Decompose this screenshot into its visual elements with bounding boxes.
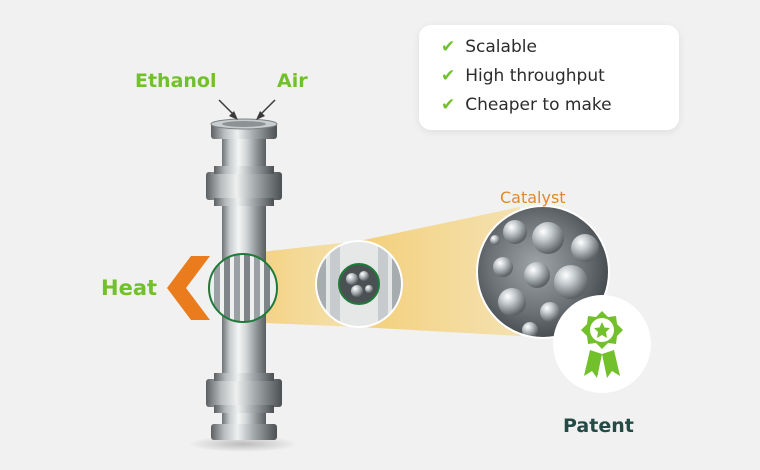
ethanol-label: Ethanol bbox=[135, 70, 217, 92]
check-icon: ✔ bbox=[441, 95, 456, 115]
award-ribbon-icon bbox=[581, 311, 623, 378]
benefit-text: High throughput bbox=[465, 66, 605, 86]
benefit-item: ✔ Scalable bbox=[441, 37, 537, 57]
heat-label: Heat bbox=[101, 276, 158, 300]
tube-window bbox=[208, 253, 278, 323]
benefits-card: ✔ Scalable ✔ High throughput ✔ Cheaper to m… bbox=[419, 25, 679, 130]
inlet-arrows bbox=[218, 99, 276, 120]
air-label: Air bbox=[277, 70, 308, 92]
check-icon: ✔ bbox=[441, 66, 456, 86]
patent-label: Patent bbox=[563, 415, 634, 437]
benefit-item: ✔ Cheaper to make bbox=[441, 95, 612, 115]
benefit-text: Cheaper to make bbox=[465, 95, 612, 115]
patent-badge bbox=[553, 295, 651, 393]
magnification-beam-2 bbox=[359, 207, 520, 336]
catalyst-label: Catalyst bbox=[500, 188, 566, 207]
channel-magnifier bbox=[315, 240, 403, 328]
benefit-item: ✔ High throughput bbox=[441, 66, 605, 86]
check-icon: ✔ bbox=[441, 37, 456, 57]
benefit-text: Scalable bbox=[465, 37, 537, 57]
heat-arrow-icon bbox=[167, 256, 210, 320]
